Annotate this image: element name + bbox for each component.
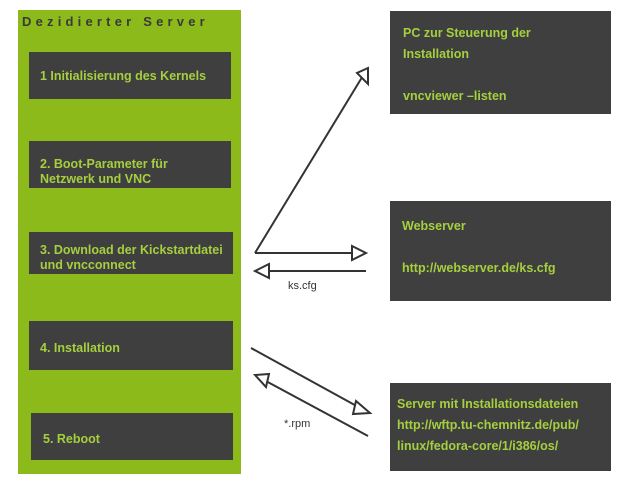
- arrowhead-install-server: [351, 399, 373, 416]
- install-server-url-line-1: http://wftp.tu-chemnitz.de/pub/: [397, 418, 579, 432]
- arrow-to-install-server: [250, 347, 363, 410]
- arrow-to-control-pc: [254, 73, 365, 254]
- install-server-url-line-2: linux/fedora-core/1/i386/os/: [397, 439, 559, 453]
- step-reboot: 5. Reboot: [31, 413, 233, 460]
- control-pc-node: PC zur Steuerung der Installation vncvie…: [390, 11, 611, 114]
- webserver-title: Webserver: [402, 219, 466, 233]
- step-boot-parameters-line-2: Netzwerk und VNC: [40, 172, 152, 186]
- step-boot-parameters: 2. Boot-Parameter für Netzwerk und VNC: [29, 141, 231, 188]
- step-boot-parameters-line-1: 2. Boot-Parameter für: [40, 157, 168, 171]
- arrowhead-rpm: [252, 372, 271, 390]
- control-pc-title-line-2: Installation: [403, 47, 469, 61]
- arrowhead-webserver: [351, 244, 369, 262]
- step-kernel-init-label: 1 Initialisierung des Kernels: [40, 69, 207, 83]
- webserver-url: http://webserver.de/ks.cfg: [402, 261, 556, 275]
- install-server-node: Server mit Installationsdateien http://w…: [390, 383, 611, 471]
- webserver-node: Webserver http://webserver.de/ks.cfg: [390, 201, 611, 301]
- label-rpm: *.rpm: [284, 418, 311, 430]
- arrowhead-ks-cfg: [252, 262, 270, 280]
- control-pc-command: vncviewer –listen: [403, 89, 507, 103]
- label-ks-cfg: ks.cfg: [288, 280, 317, 292]
- step-kickstart-download-line-1: 3. Download der Kickstartdatei: [40, 243, 223, 257]
- step-kickstart-download: 3. Download der Kickstartdatei und vncco…: [29, 232, 233, 274]
- server-panel-title: Dezidierter Server: [22, 14, 209, 29]
- step-reboot-label: 5. Reboot: [43, 432, 100, 446]
- control-pc-title-line-1: PC zur Steuerung der: [403, 26, 531, 40]
- arrow-rpm-return: [263, 379, 369, 437]
- step-installation: 4. Installation: [29, 321, 233, 370]
- arrowhead-control-pc: [355, 66, 369, 87]
- step-kickstart-download-line-2: und vncconnect: [40, 258, 136, 272]
- install-server-title: Server mit Installationsdateien: [397, 397, 579, 411]
- step-installation-label: 4. Installation: [40, 341, 120, 355]
- step-kernel-init: 1 Initialisierung des Kernels: [29, 52, 231, 99]
